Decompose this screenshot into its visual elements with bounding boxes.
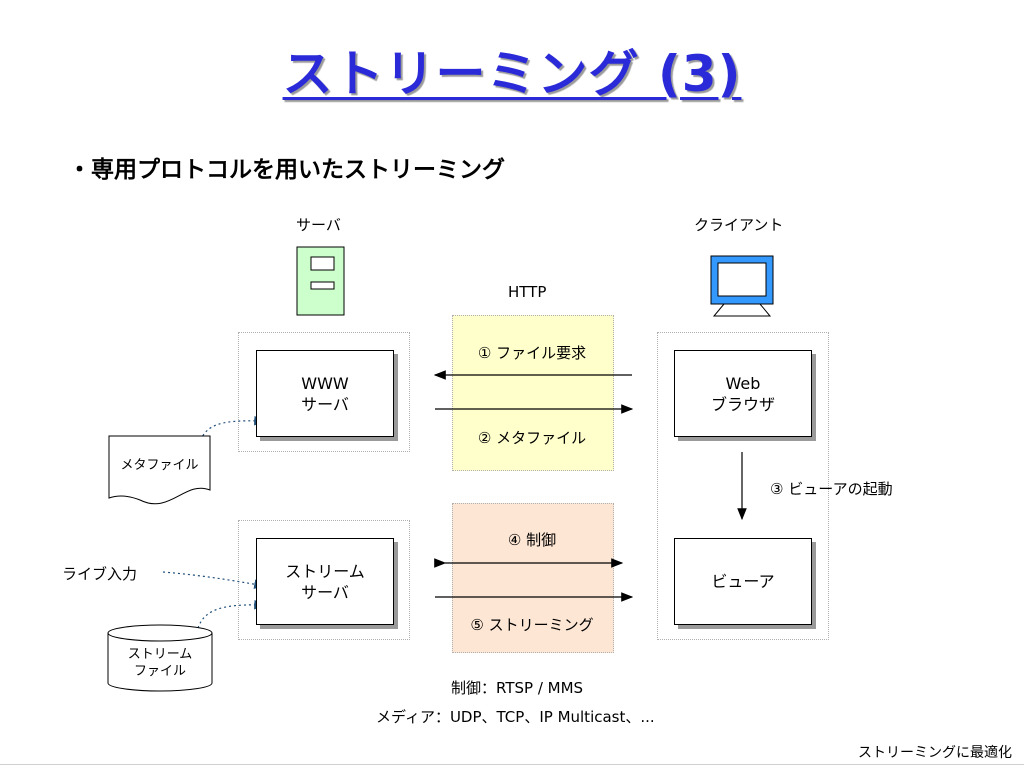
viewer-line1: ビューア bbox=[711, 572, 775, 591]
www-server-box: WWW サーバ bbox=[256, 350, 394, 437]
protocol-media: メディア：UDP、TCP、IP Multicast、... bbox=[376, 708, 655, 726]
live-input-label: ライブ入力 bbox=[62, 565, 138, 583]
monitor-icon bbox=[710, 255, 774, 317]
stream-server-line1: ストリーム bbox=[285, 561, 365, 581]
web-browser-box: Web ブラウザ bbox=[674, 350, 812, 437]
stream-file-cylinder bbox=[107, 624, 213, 692]
client-label: クライアント bbox=[694, 216, 784, 234]
control-band bbox=[452, 503, 614, 653]
server-icon bbox=[296, 246, 345, 316]
server-region-bottom bbox=[238, 520, 410, 640]
www-server-line2: サーバ bbox=[301, 394, 349, 414]
bullet-text: ・専用プロトコルを用いたストリーミング bbox=[68, 157, 505, 183]
meta-file-shape bbox=[108, 435, 211, 505]
label-file-request: ① ファイル要求 bbox=[477, 344, 587, 362]
www-server-line1: WWW bbox=[301, 373, 349, 393]
web-browser-line1: Web bbox=[725, 373, 761, 393]
slide-title: ストリーミング (3) bbox=[282, 45, 742, 103]
label-control: ④ 制御 bbox=[507, 531, 557, 549]
server-region-top bbox=[238, 332, 410, 452]
client-region bbox=[657, 332, 829, 640]
link-stream-file bbox=[197, 599, 267, 629]
stream-file-line1: ストリーム bbox=[127, 647, 193, 662]
footer-divider bbox=[0, 764, 1024, 765]
meta-file-label: メタファイル bbox=[120, 458, 199, 473]
http-label: HTTP bbox=[508, 283, 547, 301]
footer-text: ストリーミングに最適化 bbox=[858, 745, 1012, 761]
stream-file-label: ストリーム ファイル bbox=[108, 646, 212, 680]
web-browser-line2: ブラウザ bbox=[710, 394, 775, 414]
server-label: サーバ bbox=[296, 216, 341, 234]
stream-server-box: ストリーム サーバ bbox=[256, 538, 394, 625]
http-band bbox=[452, 315, 614, 471]
stream-server-line2: サーバ bbox=[301, 582, 349, 602]
protocol-control: 制御：RTSP / MMS bbox=[451, 679, 584, 697]
label-meta-file: ② メタファイル bbox=[477, 429, 587, 447]
stream-file-line2: ファイル bbox=[133, 664, 186, 679]
link-live-input bbox=[162, 571, 267, 589]
viewer-box: ビューア bbox=[674, 538, 812, 625]
label-streaming: ⑤ ストリーミング bbox=[470, 616, 594, 634]
label-viewer-launch: ③ ビューアの起動 bbox=[770, 480, 893, 498]
